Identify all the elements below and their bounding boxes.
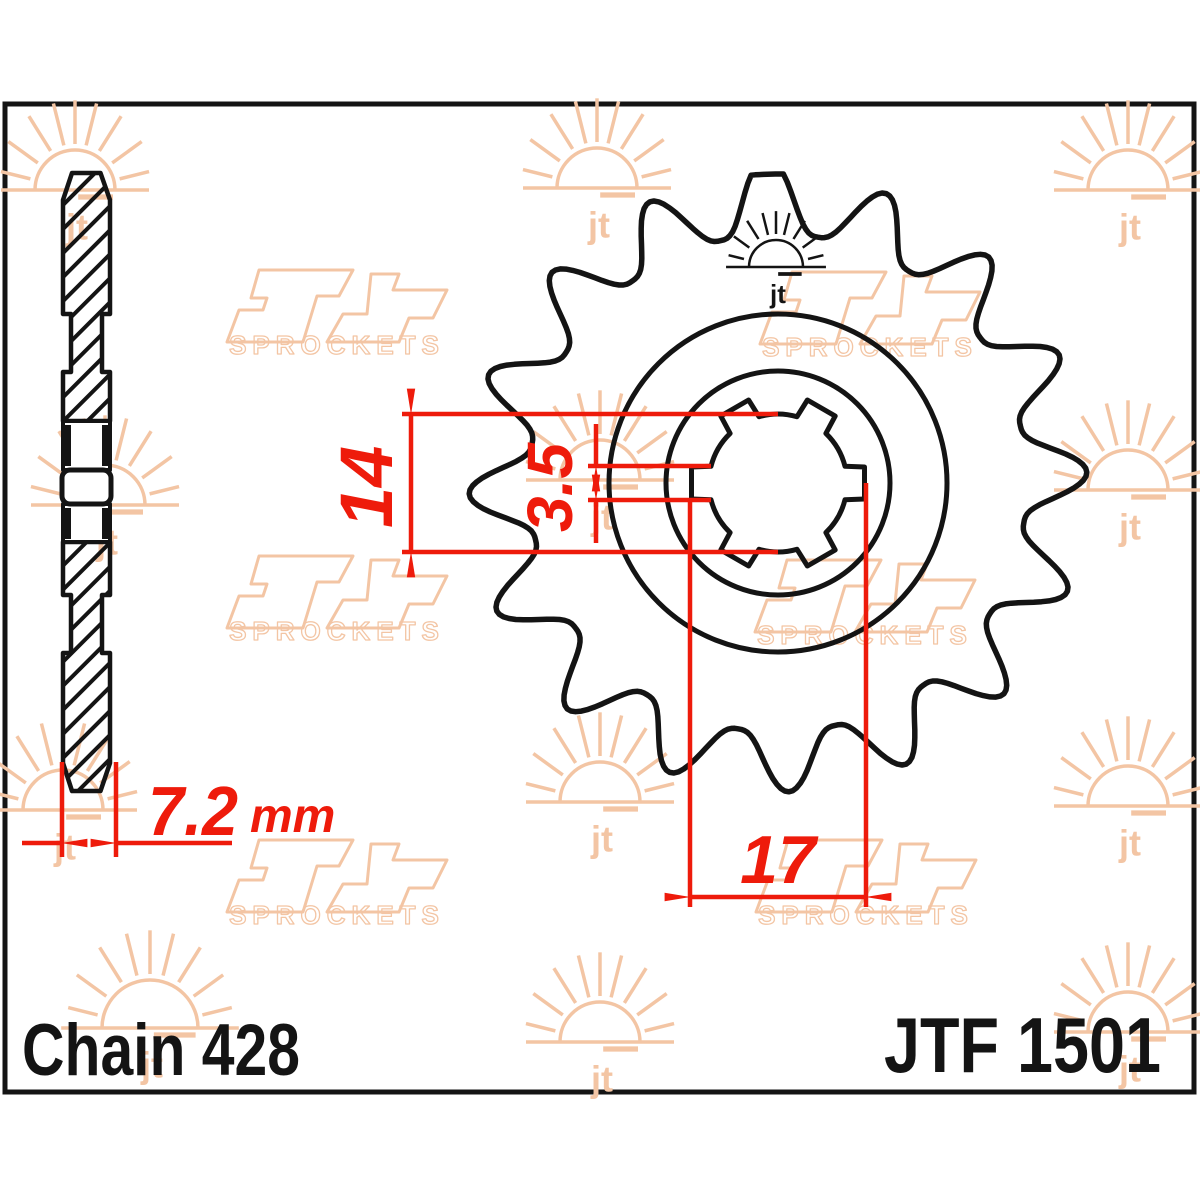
dim-bore-across-flats <box>402 388 778 578</box>
jt-sprockets-logo-watermark: SPROCKETS <box>225 838 449 931</box>
jt-sprockets-logo-watermark: SPROCKETS <box>753 558 977 651</box>
dimension-layer <box>22 388 892 907</box>
sun-watermark-icon: jt <box>1053 100 1200 248</box>
logo-letter-t <box>325 842 449 914</box>
jt-brand-glyph: jt <box>769 279 786 309</box>
side-bore-box <box>59 467 114 507</box>
drawing-border <box>2 101 1197 1095</box>
side-profile-upper-section <box>60 170 113 424</box>
logo-letter-t <box>325 558 449 630</box>
hub-outer-circle <box>606 311 950 655</box>
logo-letter-j <box>225 838 355 914</box>
jt-brand-glyph: jt <box>1118 823 1141 864</box>
logo-letter-t <box>325 272 449 344</box>
jt-brand-glyph: jt <box>1118 1049 1141 1090</box>
dim-spline-groove <box>588 424 711 543</box>
jt-brand-glyph: jt <box>587 205 610 246</box>
dim-groove-label: 3.5 <box>514 442 586 532</box>
jt-sprockets-logo-watermark: SPROCKETS <box>758 270 982 363</box>
chain-size-label: Chain 428 <box>22 1010 300 1091</box>
sprocket-front-view: jt <box>466 171 1090 795</box>
logo-wordmark: SPROCKETS <box>762 332 978 362</box>
logo-wordmark: SPROCKETS <box>229 900 445 930</box>
dim-tooth-width <box>22 762 232 857</box>
logo-wordmark: SPROCKETS <box>229 616 445 646</box>
logo-letter-t <box>853 562 977 634</box>
logo-letter-j <box>225 268 355 344</box>
jt-brand-glyph: jt <box>1118 507 1141 548</box>
logo-wordmark: SPROCKETS <box>758 900 974 930</box>
sun-watermark-icon: jt <box>1053 942 1200 1090</box>
sun-watermark-icon: jt <box>1053 400 1200 548</box>
logo-letter-j <box>754 838 884 914</box>
dim-spline-outer-diameter <box>664 483 892 907</box>
hub-inner-circle <box>663 368 893 598</box>
side-profile-lower-section <box>60 539 113 794</box>
jt-sprockets-logo-watermark: SPROCKETS <box>225 268 449 361</box>
dim-spline-label: 17 <box>740 822 819 898</box>
part-number-label: JTF 1501 <box>884 1001 1161 1089</box>
sprocket-side-view <box>59 170 114 794</box>
jt-sprockets-logo-watermark: SPROCKETS <box>754 838 978 931</box>
sun-watermark-icon: jt <box>525 712 675 860</box>
logo-wordmark: SPROCKETS <box>757 620 973 650</box>
jt-brand-glyph: jt <box>140 1045 163 1086</box>
logo-wordmark: SPROCKETS <box>229 330 445 360</box>
dim-bore-label: 14 <box>325 446 408 528</box>
logo-letter-j <box>225 554 355 630</box>
side-spline-key-bars <box>63 425 110 539</box>
jt-sun-mark: jt <box>726 211 826 309</box>
sun-watermark-icon: jt <box>1053 716 1200 864</box>
jt-brand-glyph: jt <box>590 1059 613 1100</box>
jt-sun-mark-black: jt <box>726 211 826 309</box>
logo-letter-t <box>858 274 982 346</box>
sun-watermark-icon: jt <box>525 952 675 1100</box>
jt-brand-glyph: jt <box>53 827 76 868</box>
logo-letter-j <box>758 270 888 346</box>
logo-letter-t <box>854 842 978 914</box>
logo-letter-j <box>753 558 883 634</box>
dim-width-label: 7.2 <box>148 772 238 850</box>
jt-brand-glyph: jt <box>590 819 613 860</box>
sun-watermark-icon: jt <box>61 930 239 1086</box>
sun-watermark-icon: jt <box>522 98 672 246</box>
sprocket-teeth-outline <box>466 171 1090 795</box>
jt-brand-glyph: jt <box>1118 207 1141 248</box>
dim-width-unit: mm <box>250 790 335 843</box>
jt-sprockets-logo-watermark: SPROCKETS <box>225 554 449 647</box>
